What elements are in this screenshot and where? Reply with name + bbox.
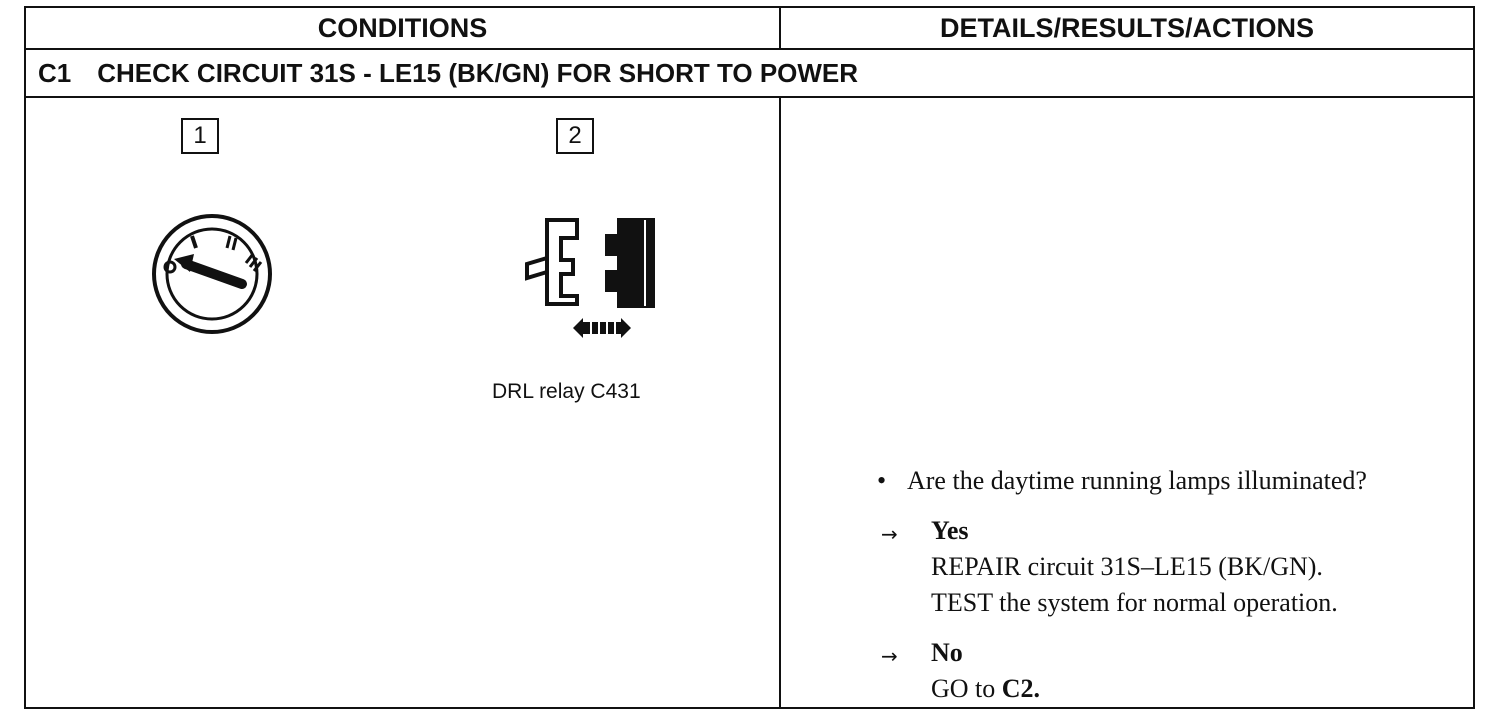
question-bullet: • xyxy=(877,466,887,495)
step-id: C1 xyxy=(38,57,72,88)
yes-arrow-icon: → xyxy=(881,522,898,546)
ignition-off-mark xyxy=(163,260,177,274)
ignition-switch-icon xyxy=(152,214,272,334)
question-text: Are the daytime running lamps illuminate… xyxy=(907,466,1367,495)
step2-caption: DRL relay C431 xyxy=(492,380,641,403)
table-header-row: CONDITIONS DETAILS/RESULTS/ACTIONS xyxy=(26,8,1473,50)
yes-action-test: TEST the system for normal operation. xyxy=(931,588,1338,617)
yes-action-repair: REPAIR circuit 31S–LE15 (BK/GN). xyxy=(931,552,1323,581)
no-arrow-icon: → xyxy=(881,644,898,668)
no-action-target: C2. xyxy=(1001,674,1041,703)
no-action: GO to C2. xyxy=(931,674,1040,704)
step-title-row: C1 CHECK CIRCUIT 31S - LE15 (BK/GN) FOR … xyxy=(26,50,1473,98)
ignition-position-2-mark xyxy=(225,235,232,249)
details-cell: • Are the daytime running lamps illumina… xyxy=(781,98,1473,709)
ignition-key-pointer xyxy=(181,259,247,289)
details-header: DETAILS/RESULTS/ACTIONS xyxy=(939,12,1314,43)
conditions-header: CONDITIONS xyxy=(26,8,781,48)
ignition-position-1-mark xyxy=(190,235,198,249)
no-label: No xyxy=(931,638,963,667)
conditions-cell: 1 2 xyxy=(26,98,781,709)
ignition-position-3-mark xyxy=(244,253,255,264)
step-title: CHECK CIRCUIT 31S - LE15 (BK/GN) FOR SHO… xyxy=(97,57,859,88)
step-number-2: 2 xyxy=(556,118,594,154)
connector-disconnect-icon xyxy=(525,218,655,338)
diagnostic-table: CONDITIONS DETAILS/RESULTS/ACTIONS C1 CH… xyxy=(24,6,1475,709)
yes-label: Yes xyxy=(931,516,969,545)
step-number-1: 1 xyxy=(181,118,219,154)
no-action-prefix: GO to xyxy=(931,674,1002,703)
